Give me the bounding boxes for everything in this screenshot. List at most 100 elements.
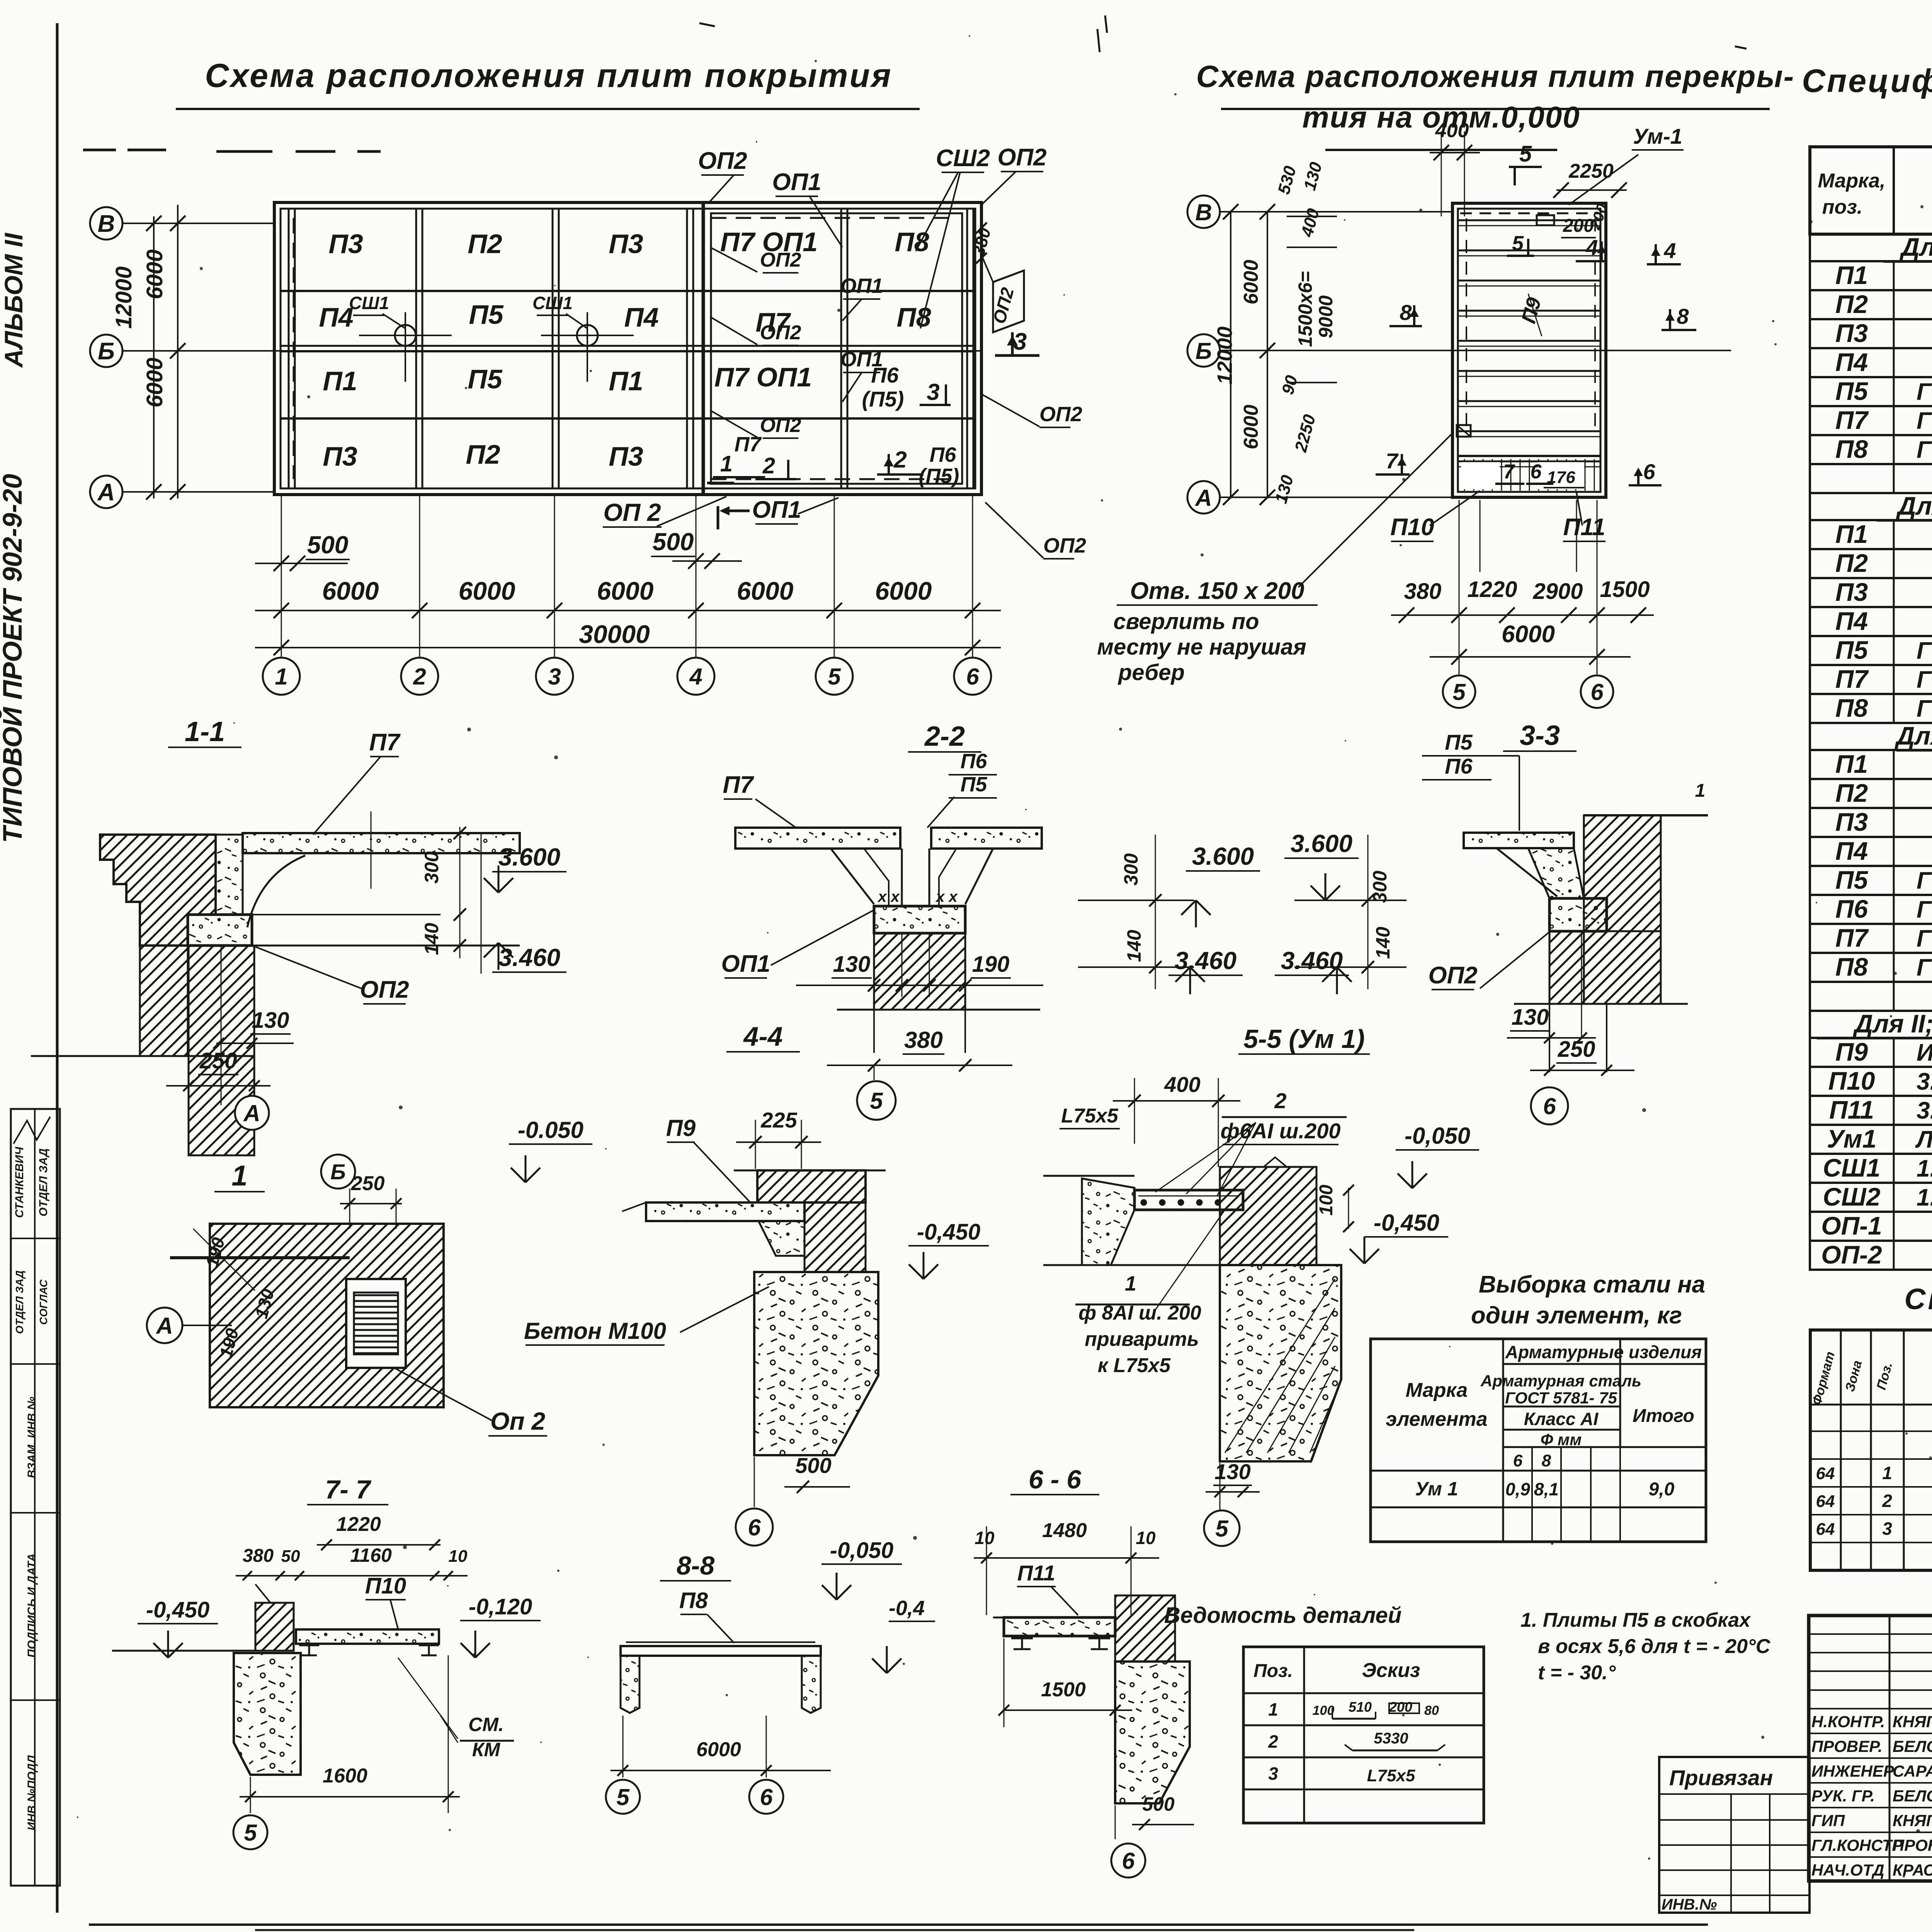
svg-text:Арматурные изделия: Арматурные изделия	[1505, 1342, 1702, 1362]
svg-text:Для III района по весу снего: Для III района по весу снегового покрова	[1896, 492, 1932, 520]
svg-text:Для II; III; IV районов по ве: Для II; III; IV районов по весу снеговог…	[1853, 1009, 1932, 1038]
svg-text:8: 8	[1400, 300, 1412, 325]
svg-text:ГОСТ 22701.1-77: ГОСТ 22701.1-77	[1917, 696, 1932, 722]
svg-text:5: 5	[244, 1820, 257, 1846]
svg-text:4: 4	[1663, 238, 1676, 263]
svg-text:В: В	[1195, 199, 1212, 225]
svg-text:50: 50	[281, 1547, 300, 1566]
svg-text:ГОСТ 22701.1-77: ГОСТ 22701.1-77	[1917, 896, 1932, 923]
svg-text:5-5 (Ум 1): 5-5 (Ум 1)	[1243, 1024, 1365, 1054]
svg-text:х х: х х	[877, 888, 900, 905]
svg-text:5: 5	[1452, 679, 1466, 705]
svg-text:3.006-2 вып.П-2: 3.006-2 вып.П-2	[1917, 1068, 1932, 1095]
svg-text:Спецификация монолитного у: Спецификация монолитного участка	[1904, 1283, 1932, 1316]
svg-text:5: 5	[828, 664, 841, 690]
svg-text:300: 300	[421, 851, 442, 884]
svg-text:П11: П11	[1563, 514, 1605, 541]
svg-text:П5: П5	[1835, 866, 1868, 894]
svg-text:t = - 30.°: t = - 30.°	[1538, 1662, 1616, 1684]
svg-text:(П5): (П5)	[862, 387, 904, 411]
svg-text:ОП1: ОП1	[772, 169, 821, 196]
svg-text:-0,050: -0,050	[1405, 1123, 1470, 1149]
svg-text:ПОДПИСЬ И ДАТА: ПОДПИСЬ И ДАТА	[26, 1553, 38, 1658]
svg-text:3: 3	[927, 379, 939, 405]
svg-text:Б: Б	[98, 338, 115, 365]
svg-text:П7: П7	[1835, 665, 1869, 693]
svg-text:ОП1: ОП1	[721, 951, 770, 977]
svg-text:3.460: 3.460	[1281, 947, 1343, 975]
svg-text:1: 1	[1268, 1699, 1278, 1719]
svg-text:П2: П2	[1835, 779, 1868, 807]
svg-text:КНЯГИНИЧЕВ: КНЯГИНИЧЕВ	[1893, 1713, 1932, 1731]
svg-text:Н.КОНТР.: Н.КОНТР.	[1811, 1713, 1885, 1731]
svg-text:П1: П1	[609, 366, 643, 396]
svg-text:Класс АI: Класс АI	[1524, 1409, 1599, 1429]
svg-text:140: 140	[421, 923, 442, 955]
svg-text:6000: 6000	[322, 577, 379, 605]
svg-text:64: 64	[1816, 1492, 1835, 1511]
svg-text:6: 6	[966, 664, 979, 690]
svg-text:-0,450: -0,450	[917, 1219, 980, 1245]
svg-text:П8: П8	[1835, 694, 1868, 722]
svg-text:ОП2: ОП2	[997, 144, 1046, 171]
svg-text:3: 3	[1882, 1519, 1892, 1539]
svg-text:П5: П5	[1445, 730, 1473, 754]
svg-text:6000: 6000	[1502, 621, 1555, 648]
svg-text:ГОСТ 22701.1-77: ГОСТ 22701.1-77	[1917, 638, 1932, 664]
svg-text:1220: 1220	[336, 1513, 381, 1536]
svg-text:ОП2: ОП2	[1428, 962, 1477, 989]
svg-text:П7: П7	[735, 433, 762, 456]
svg-text:Ум1: Ум1	[1827, 1124, 1877, 1153]
svg-text:П11: П11	[1829, 1095, 1874, 1124]
svg-text:П4: П4	[319, 302, 353, 332]
svg-text:А: А	[1194, 485, 1212, 511]
svg-text:6000: 6000	[875, 577, 932, 605]
svg-text:Ведомость деталей: Ведомость деталей	[1164, 1603, 1402, 1628]
svg-text:П7: П7	[369, 729, 401, 756]
svg-text:1: 1	[231, 1160, 247, 1192]
svg-text:190: 190	[972, 952, 1010, 977]
svg-text:П11: П11	[1017, 1561, 1055, 1585]
svg-text:100: 100	[1313, 1703, 1335, 1718]
svg-text:Спецификация к схемам распо: Спецификация к схемам расположения плит	[1802, 63, 1932, 99]
svg-text:1: 1	[1882, 1463, 1892, 1483]
svg-text:10: 10	[975, 1528, 995, 1548]
svg-text:ИИ 24-2/70: ИИ 24-2/70	[1917, 1039, 1932, 1066]
svg-text:6000: 6000	[1240, 405, 1262, 449]
svg-text:L75х5: L75х5	[1367, 1766, 1415, 1785]
svg-text:-0.050: -0.050	[518, 1117, 583, 1143]
svg-text:БЕЛОВА: БЕЛОВА	[1893, 1737, 1932, 1755]
svg-text:приварить: приварить	[1085, 1328, 1199, 1350]
svg-text:П4: П4	[1835, 837, 1868, 865]
svg-text:6: 6	[748, 1515, 761, 1541]
svg-text:1600: 1600	[323, 1765, 367, 1787]
svg-text:ПРОВЕР.: ПРОВЕР.	[1811, 1737, 1883, 1755]
svg-text:КНЯГИНИЧЕВ: КНЯГИНИЧЕВ	[1893, 1811, 1932, 1830]
svg-text:в осях 5,6 для t = - 20°C: в осях 5,6 для t = - 20°C	[1538, 1635, 1771, 1658]
svg-text:ф 8АI ш. 200: ф 8АI ш. 200	[1078, 1302, 1201, 1324]
svg-text:П7: П7	[1835, 923, 1869, 952]
svg-text:6: 6	[760, 1784, 773, 1810]
svg-text:СШ1: СШ1	[1823, 1153, 1881, 1182]
svg-text:1: 1	[1125, 1272, 1136, 1295]
svg-text:500: 500	[1142, 1793, 1175, 1815]
svg-text:200: 200	[1389, 1699, 1412, 1715]
svg-text:Выборка стали на: Выборка стали на	[1479, 1271, 1705, 1298]
svg-text:ГИП: ГИП	[1811, 1811, 1845, 1830]
svg-text:500: 500	[307, 531, 349, 559]
svg-text:ИНВ.№: ИНВ.№	[1662, 1896, 1717, 1913]
svg-text:П1: П1	[1835, 261, 1868, 289]
svg-text:380: 380	[243, 1546, 274, 1566]
svg-text:3: 3	[1268, 1764, 1278, 1784]
svg-text:месту не нарушая: месту не нарушая	[1097, 634, 1306, 660]
svg-text:5330: 5330	[1374, 1730, 1408, 1747]
svg-text:П6: П6	[961, 750, 988, 773]
svg-text:ВЗАМ. ИНВ.№: ВЗАМ. ИНВ.№	[26, 1396, 38, 1478]
svg-text:-0,450: -0,450	[146, 1597, 209, 1622]
svg-text:5: 5	[870, 1088, 883, 1114]
svg-text:ОП2: ОП2	[760, 249, 801, 271]
svg-text:САРАНЧА: САРАНЧА	[1893, 1762, 1932, 1780]
svg-text:-0,050: -0,050	[830, 1538, 893, 1563]
svg-text:СШ1: СШ1	[532, 293, 573, 313]
svg-text:Поз.: Поз.	[1253, 1661, 1293, 1681]
